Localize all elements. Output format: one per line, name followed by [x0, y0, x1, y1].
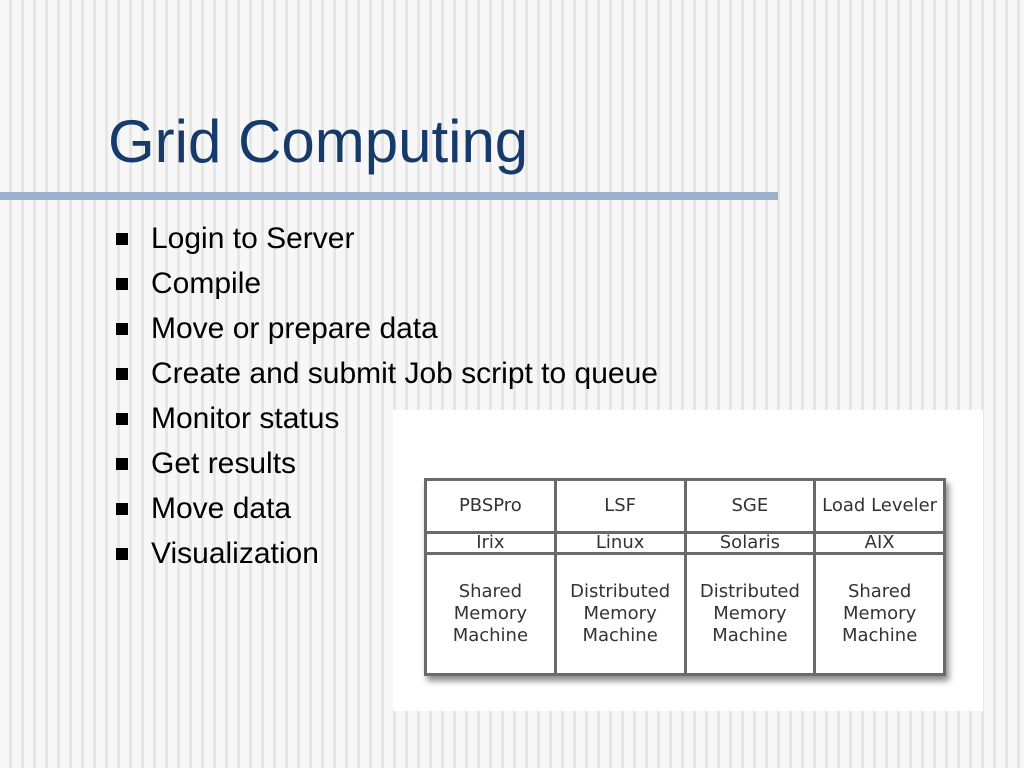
square-bullet-icon — [116, 503, 128, 515]
bullet-text: Compile — [151, 267, 262, 300]
architecture-line: Distributed — [570, 581, 671, 603]
square-bullet-icon — [116, 548, 128, 560]
architecture-line: Memory — [453, 603, 527, 625]
square-bullet-icon — [116, 233, 128, 245]
slide-title: Grid Computing — [108, 108, 529, 175]
architecture-line: Machine — [452, 625, 529, 647]
table-row-schedulers: PBSPro LSF SGE Load Leveler — [424, 478, 946, 534]
table-cell-architecture: Shared Memory Machine — [813, 552, 946, 676]
scheduler-figure: PBSPro LSF SGE Load Leveler Irix Linux S… — [393, 410, 983, 711]
table-cell-os: Irix — [424, 530, 557, 556]
table-cell-architecture: Distributed Memory Machine — [683, 552, 817, 676]
square-bullet-icon — [116, 368, 128, 380]
architecture-line: Machine — [582, 625, 658, 647]
table-cell-scheduler: Load Leveler — [813, 478, 946, 534]
architecture-line: Machine — [712, 625, 788, 647]
bullet-text: Visualization — [151, 537, 319, 570]
title-divider — [0, 192, 778, 200]
architecture-line: Shared — [847, 581, 912, 603]
square-bullet-icon — [116, 413, 128, 425]
square-bullet-icon — [116, 278, 128, 290]
table-cell-scheduler: LSF — [553, 478, 687, 534]
square-bullet-icon — [116, 323, 128, 335]
table-cell-os: AIX — [813, 530, 946, 556]
table-cell-scheduler: SGE — [683, 478, 817, 534]
table-row-operating-systems: Irix Linux Solaris AIX — [424, 530, 946, 556]
table-cell-architecture: Distributed Memory Machine — [553, 552, 687, 676]
architecture-line: Shared — [458, 581, 523, 603]
bullet-text: Login to Server — [151, 222, 355, 255]
architecture-line: Memory — [843, 603, 917, 625]
square-bullet-icon — [116, 458, 128, 470]
architecture-line: Memory — [713, 603, 787, 625]
bullet-text: Create and submit Job script to queue — [151, 357, 658, 390]
table-cell-architecture: Shared Memory Machine — [424, 552, 557, 676]
table-cell-os: Linux — [553, 530, 687, 556]
scheduler-table: PBSPro LSF SGE Load Leveler Irix Linux S… — [424, 478, 946, 676]
table-row-architectures: Shared Memory Machine Distributed Memory… — [424, 552, 946, 676]
table-cell-os: Solaris — [683, 530, 817, 556]
bullet-text: Monitor status — [151, 402, 340, 435]
bullet-text: Move or prepare data — [151, 312, 438, 345]
table-cell-scheduler: PBSPro — [424, 478, 557, 534]
architecture-line: Memory — [583, 603, 657, 625]
bullet-text: Move data — [151, 492, 292, 525]
architecture-line: Distributed — [699, 581, 800, 603]
architecture-line: Machine — [841, 625, 918, 647]
bullet-text: Get results — [151, 447, 297, 480]
